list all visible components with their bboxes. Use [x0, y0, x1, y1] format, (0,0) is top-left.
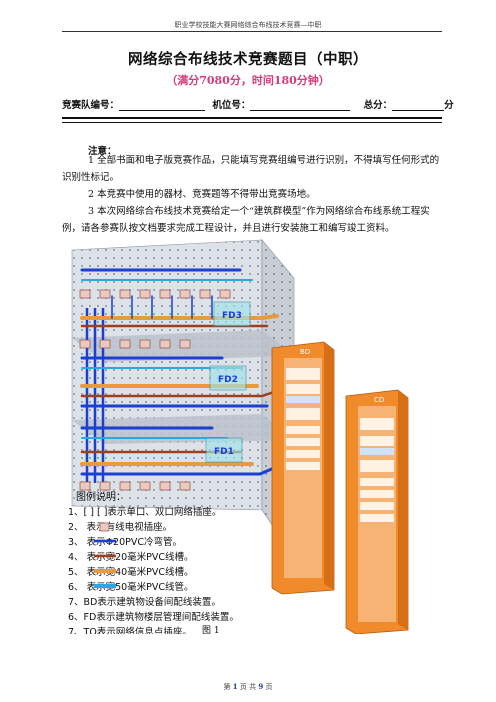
outlets-floor1	[79, 481, 191, 491]
footer-mid: 页 共	[239, 683, 257, 691]
score-unit: 分	[444, 100, 454, 111]
divider-thin	[62, 122, 442, 123]
divider-thick	[62, 117, 442, 119]
tv-outlet-icon	[99, 522, 110, 532]
building-model-figure: FD3 FD2 FD1 BD CD 图例说明： 1、[ ] [ ]表示单口、双口	[68, 239, 409, 634]
note-item-3: 3 本次网络综合布线技术竞赛给定一个“建筑群模型”作为网络综合布线系统工程实例，…	[62, 206, 430, 234]
total-score-field[interactable]	[392, 99, 445, 111]
legend-title: 图例说明：	[76, 490, 126, 503]
cd-title: CD	[374, 396, 384, 404]
figure-caption: 图 1	[202, 626, 220, 636]
outlets-floor3	[79, 289, 231, 299]
fd2-label: FD2	[218, 375, 238, 385]
footer-suffix: 页	[265, 683, 273, 691]
legend-item-4: 4、 表示宽20毫米PVC线槽。	[68, 551, 194, 563]
fd-cabinets	[205, 301, 251, 463]
legend-item-1: 1、[ ] [ ]表示单口、双口网络插座。	[68, 506, 221, 518]
note-item-1: 1 全部书面和电子版竞赛作品，只能填写竞赛组编号进行识别，不得填写任何形式的识别…	[62, 155, 440, 183]
footer-page-number: 1	[232, 682, 238, 691]
legend-item-5: 5、 表示宽40毫米PVC线槽。	[68, 566, 194, 578]
legend-swatches	[94, 522, 116, 588]
team-number-label: 竞赛队编号：	[62, 100, 120, 111]
legend-item-2: 2、 表示有线电视插座。	[68, 521, 172, 533]
fd1-label: FD1	[214, 447, 234, 457]
document-subtitle: （满分7080分，时间180分钟）	[166, 74, 330, 87]
cd-rack	[345, 389, 409, 634]
notes-heading: 注意：	[88, 146, 117, 157]
legend-item-8: 6、FD表示建筑物楼层管理间配线装置。	[68, 611, 239, 623]
page-header: 职业学校技能大赛网络综合布线技术竞赛—中职	[174, 21, 322, 29]
seat-number-field[interactable]	[250, 99, 351, 111]
total-score-label: 总分：	[363, 100, 393, 111]
page-footer: 第 1 页 共 9 页	[0, 682, 496, 692]
document-title: 网络综合布线技术竞赛题目（中职）	[128, 51, 368, 68]
footer-prefix: 第	[223, 683, 231, 691]
legend-item-9: 7、TO表示网络信息点插座。	[68, 626, 192, 634]
header-rule	[62, 31, 442, 32]
footer-total-pages: 9	[258, 682, 264, 691]
fd3-label: FD3	[222, 311, 242, 321]
legend-item-7: 7、BD表示建筑物设备间配线装置。	[68, 596, 221, 608]
seat-number-label: 机位号：	[212, 100, 251, 111]
legend-item-6: 6、 表示宽50毫米PVC线管。	[68, 581, 194, 593]
team-number-field[interactable]	[119, 99, 206, 111]
outlets-floor2	[79, 339, 191, 349]
legend-item-3: 3、 表示Φ20PVC冷弯管。	[68, 536, 182, 548]
bd-rack	[271, 341, 335, 595]
note-item-2: 2 本竞赛中使用的器材、竞赛题等不得带出竞赛场地。	[88, 189, 316, 200]
bd-title: BD	[300, 348, 310, 356]
team-info-row: 竞赛队编号： 机位号： 总分： 分	[62, 97, 454, 111]
figure-legend: 图例说明： 1、[ ] [ ]表示单口、双口网络插座。 2、 表示有线电视插座。…	[68, 490, 239, 634]
